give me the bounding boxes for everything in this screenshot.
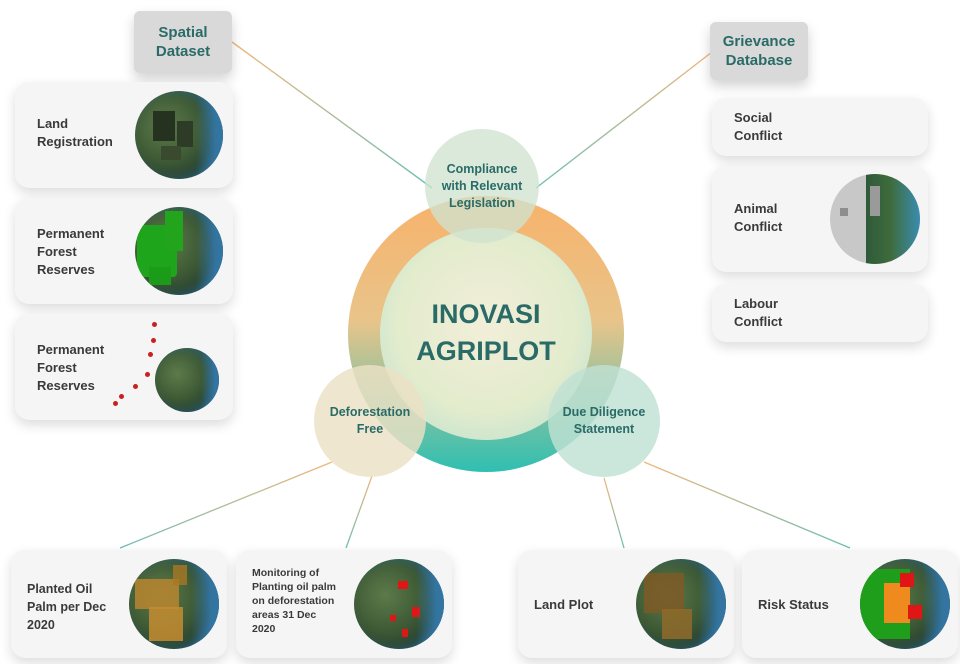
satellite-map-icon: [135, 91, 223, 179]
deforestation-monitoring-map-icon: [354, 559, 444, 649]
spatial-dataset-tag: Spatial Dataset: [134, 11, 232, 73]
connector-monitoring: [345, 475, 373, 549]
card-risk-status: Risk Status: [742, 550, 958, 658]
bubble-compliance: Compliance with Relevant Legislation: [425, 129, 539, 243]
bubble-due-diligence-line2: Statement: [573, 422, 635, 436]
grievance-tag-line1: Grievance: [722, 33, 796, 50]
bubble-compliance-line2: with Relevant: [441, 178, 523, 193]
forest-reserve-map-icon: [135, 207, 223, 295]
reserve-point: [151, 338, 156, 343]
card-label: Land Plot: [534, 597, 594, 612]
animal-conflict-map-icon: [830, 174, 920, 264]
connector-planted: [119, 461, 333, 549]
land-plot-map-icon: [636, 559, 726, 649]
planted-palm-map-icon: [129, 559, 219, 649]
bubble-compliance-line1: Compliance: [446, 161, 518, 176]
bubble-deforestation-line1: Deforestation: [329, 405, 411, 419]
bubble-duediligence-disc: [548, 365, 660, 477]
bubble-deforestation-line2: Free: [356, 422, 384, 436]
forest-reserve-points-map-icon: [155, 348, 219, 412]
reserve-point: [152, 322, 157, 327]
card-label: Risk Status: [758, 597, 829, 612]
center-disc: [380, 228, 592, 440]
bubble-compliance-disc: [425, 129, 539, 243]
reserve-point: [119, 394, 124, 399]
center-title-line2: AGRIPLOT: [416, 336, 556, 366]
reserve-point: [133, 384, 138, 389]
reserve-point: [148, 352, 153, 357]
center-title-line1: INOVASI: [431, 299, 541, 329]
risk-status-map-icon: [860, 559, 950, 649]
bubble-compliance-line3: Legislation: [449, 195, 515, 210]
connector-spatial: [231, 41, 433, 189]
bubble-due-diligence: Due Diligence Statement: [548, 365, 660, 477]
spatial-tag-line2: Dataset: [155, 43, 211, 60]
bubble-deforestation: Deforestation Free: [314, 365, 426, 477]
reserve-point: [145, 372, 150, 377]
grievance-tag-line2: Database: [725, 52, 793, 69]
connector-landplot: [603, 477, 625, 549]
grievance-database-tag: Grievance Database: [710, 22, 808, 80]
connector-risk: [643, 461, 851, 549]
center-title: INOVASI AGRIPLOT: [386, 296, 586, 370]
connector-grievance: [535, 51, 713, 189]
bubble-deforestation-disc: [314, 365, 426, 477]
reserve-point: [113, 401, 118, 406]
spatial-tag-line1: Spatial: [158, 24, 208, 41]
card-land-plot: Land Plot: [518, 550, 734, 658]
bubble-due-diligence-line1: Due Diligence: [562, 405, 646, 419]
